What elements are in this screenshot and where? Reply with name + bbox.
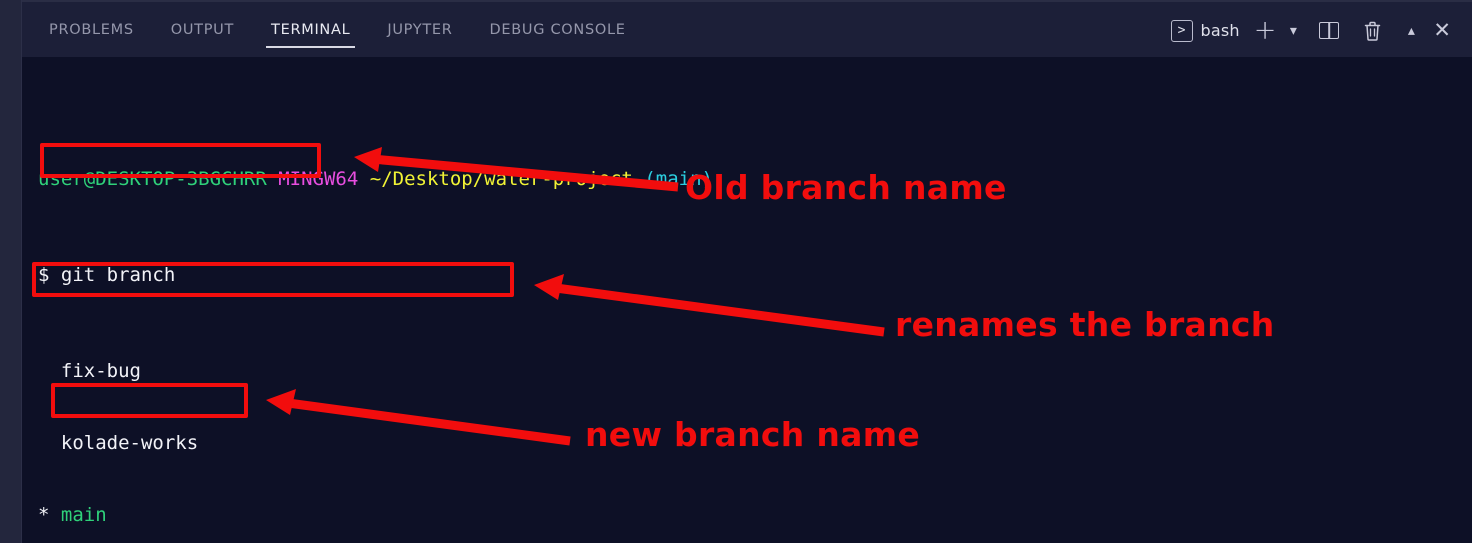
close-icon[interactable]: ✕ (1433, 18, 1451, 42)
dollar-sign: $ (38, 264, 50, 286)
panel-header: PROBLEMS OUTPUT TERMINAL JUPYTER DEBUG C… (22, 0, 1472, 57)
tab-jupyter[interactable]: JUPYTER (374, 1, 465, 58)
branch-row-current: * main (38, 503, 1472, 527)
tab-terminal[interactable]: TERMINAL (258, 1, 363, 58)
tab-debug-console-label: DEBUG CONSOLE (489, 21, 626, 38)
tab-problems-label: PROBLEMS (49, 21, 134, 38)
branch-row: fix-bug (38, 359, 1472, 383)
chevron-up-icon[interactable]: ▴ (1407, 22, 1415, 39)
chevron-down-icon[interactable]: ▾ (1289, 22, 1297, 39)
current-branch-marker: * (38, 504, 50, 526)
terminal-output[interactable]: user@DESKTOP-3BGCHRR MINGW64 ~/Desktop/w… (22, 57, 1472, 543)
active-shell-selector[interactable]: > bash (1170, 19, 1240, 42)
terminal-icon: > (1170, 19, 1193, 42)
command-line: $ git branch (38, 263, 1472, 287)
branch-name: main (60, 504, 107, 526)
tab-output[interactable]: OUTPUT (158, 1, 247, 58)
shell-name-label: bash (1200, 21, 1240, 40)
prompt-branch: (main) (644, 168, 713, 190)
activity-bar-strip (0, 0, 22, 543)
tab-terminal-label: TERMINAL (271, 21, 351, 38)
tab-debug-console[interactable]: DEBUG CONSOLE (477, 1, 639, 58)
split-editor-icon[interactable] (1310, 14, 1348, 48)
prompt-user: user@DESKTOP-3BGCHRR (38, 168, 267, 190)
tab-problems[interactable]: PROBLEMS (36, 1, 147, 58)
plus-icon[interactable]: + (1253, 15, 1277, 46)
terminal-toolbar: > bash + ▾ ▴ ✕ (1170, 2, 1458, 59)
trash-icon[interactable] (1357, 14, 1387, 48)
tab-jupyter-label: JUPYTER (387, 21, 453, 38)
tab-output-label: OUTPUT (170, 21, 235, 38)
prompt-line: user@DESKTOP-3BGCHRR MINGW64 ~/Desktop/w… (38, 167, 1472, 191)
command-text: git branch (60, 264, 176, 286)
branch-name: kolade-works (60, 432, 199, 454)
branch-row: kolade-works (38, 431, 1472, 455)
prompt-path: ~/Desktop/water-project (369, 168, 633, 190)
branch-name: fix-bug (60, 360, 141, 382)
panel-tabs: PROBLEMS OUTPUT TERMINAL JUPYTER DEBUG C… (36, 1, 650, 58)
prompt-shell: MINGW64 (278, 168, 359, 190)
